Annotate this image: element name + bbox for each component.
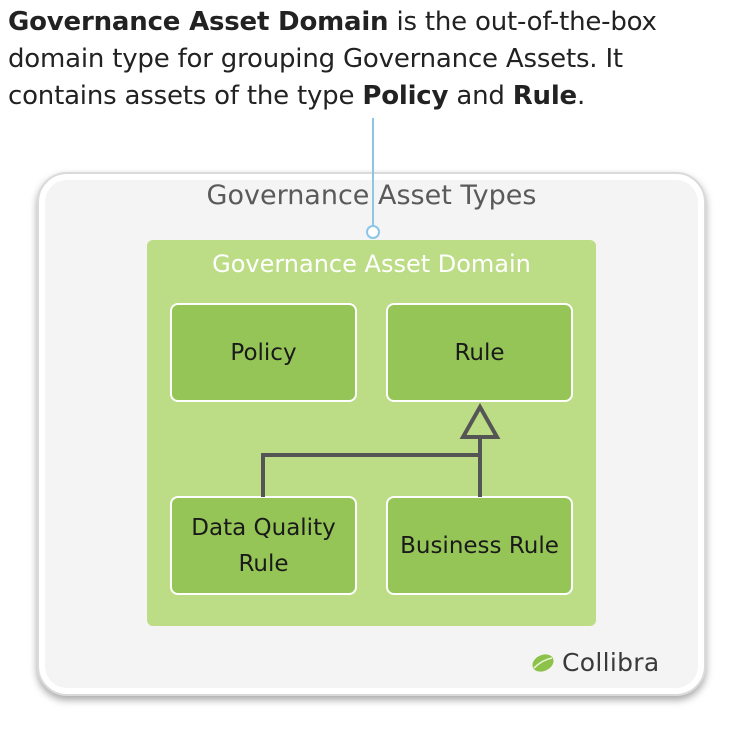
asset-policy: Policy (170, 303, 357, 402)
intro-text-1: is the out-of-the-box domain type for gr… (8, 7, 657, 111)
intro-term-policy: Policy (362, 81, 449, 111)
domain-title: Governance Asset Domain (212, 250, 531, 278)
asset-data-quality-rule-line1: Data Quality (191, 514, 336, 541)
asset-data-quality-rule-label: Data Quality Rule (191, 510, 335, 582)
intro-text-3: . (577, 81, 586, 111)
asset-business-rule-label: Business Rule (400, 532, 559, 559)
intro-paragraph: Governance Asset Domain is the out-of-th… (8, 4, 736, 115)
asset-policy-label: Policy (230, 339, 297, 366)
collibra-wordmark: Collibra (562, 648, 660, 677)
asset-types-title: Governance Asset Types (206, 180, 537, 211)
collibra-leaf-icon (532, 653, 554, 672)
intro-term-rule: Rule (512, 81, 577, 111)
asset-rule: Rule (386, 303, 573, 402)
asset-rule-label: Rule (454, 339, 505, 366)
intro-term-domain: Governance Asset Domain (8, 7, 389, 37)
asset-data-quality-rule-line2: Rule (238, 550, 289, 577)
callout-connector-line (372, 118, 374, 226)
asset-business-rule: Business Rule (386, 496, 573, 595)
callout-connector-dot (366, 225, 380, 239)
intro-text-2: and (448, 81, 513, 111)
collibra-brand: Collibra (530, 648, 659, 677)
asset-data-quality-rule: Data Quality Rule (170, 496, 357, 595)
